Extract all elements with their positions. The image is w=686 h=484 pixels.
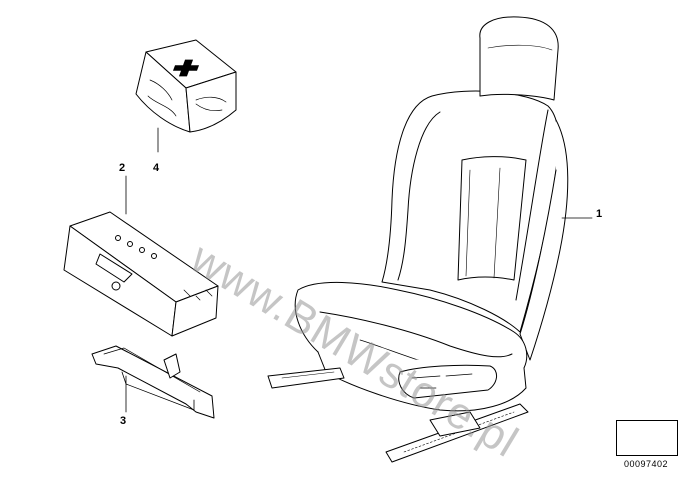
storage-box-drawing	[63, 175, 219, 337]
navigation-button[interactable]	[616, 420, 678, 456]
callout-bracket: 3	[120, 415, 127, 427]
callout-storage-box: 2	[119, 162, 126, 174]
seat-headrest	[479, 16, 559, 101]
first-aid-kit-drawing	[135, 39, 237, 153]
callout-seat: 1	[596, 208, 603, 220]
cross-icon	[172, 59, 200, 77]
diagram-number: 00097402	[624, 459, 669, 469]
seat-rail-front	[267, 367, 345, 389]
callout-first-aid-kit: 4	[153, 162, 160, 174]
seat-backrest	[381, 90, 559, 333]
bracket-drawing	[91, 345, 215, 419]
seat-drawing	[267, 16, 593, 463]
